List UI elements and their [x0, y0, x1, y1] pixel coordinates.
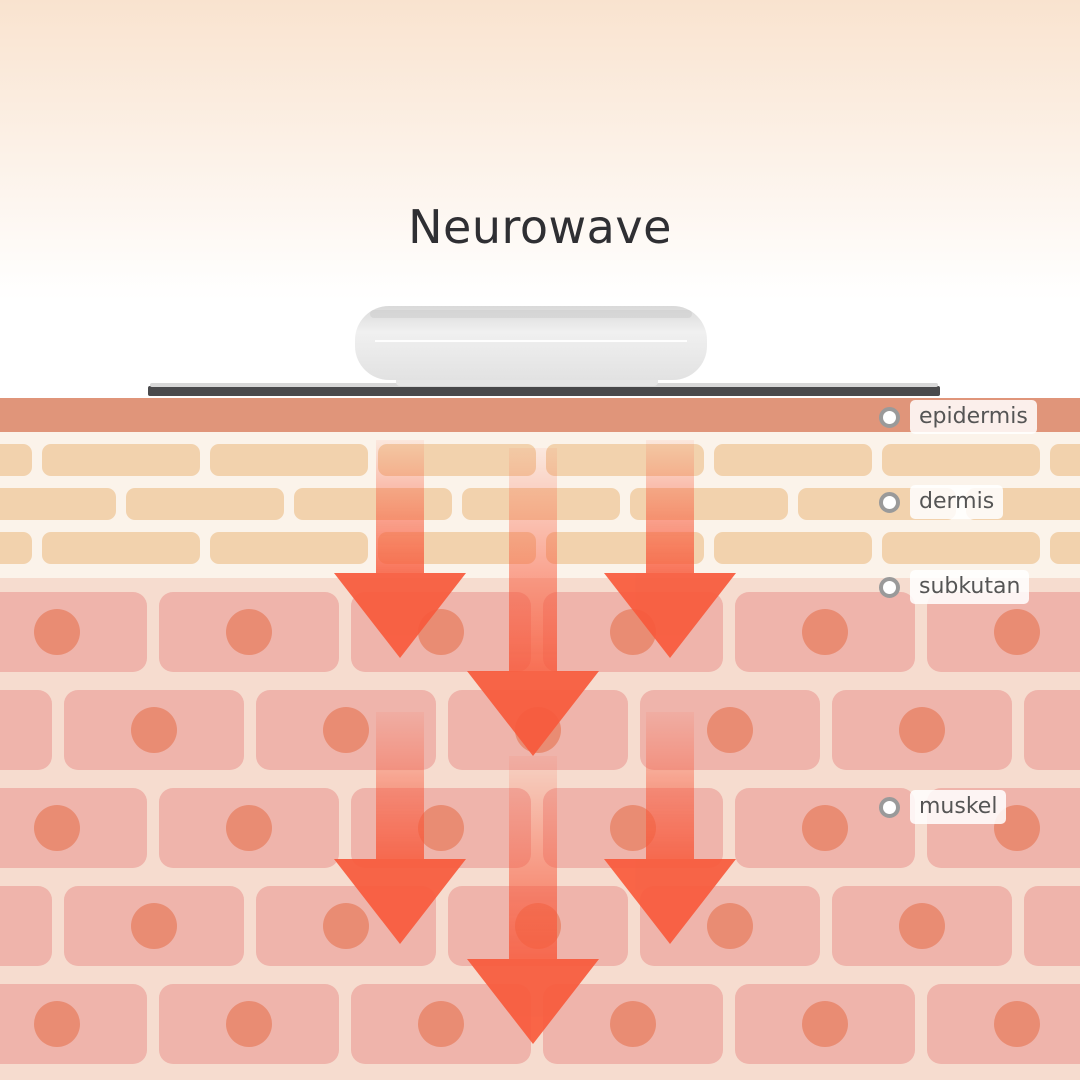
- arrow-shaft: [509, 756, 557, 959]
- cell-nucleus: [323, 707, 369, 753]
- arrow-shaft: [646, 440, 694, 573]
- arrow-down-icon: [604, 712, 736, 944]
- cell-nucleus: [34, 609, 80, 655]
- epidermis-layer: [0, 398, 1080, 432]
- cell-nucleus: [707, 903, 753, 949]
- label-dermis-text: dermis: [910, 485, 1004, 519]
- ring-dot-icon: [879, 576, 900, 598]
- dermis-brick: [0, 488, 116, 520]
- arrow-head: [604, 859, 736, 944]
- cell-nucleus: [610, 1001, 656, 1047]
- label-muskel: muskel: [879, 790, 1007, 824]
- cell-nucleus: [34, 805, 80, 851]
- dermis-brick: [210, 444, 368, 476]
- arrow-head: [467, 671, 599, 756]
- cell-nucleus: [802, 1001, 848, 1047]
- arrow-down-icon: [334, 440, 466, 658]
- dermis-brick: [0, 532, 32, 564]
- cell-nucleus: [418, 1001, 464, 1047]
- dermis-brick: [0, 444, 32, 476]
- arrow-shaft: [646, 712, 694, 859]
- dermis-brick: [714, 532, 872, 564]
- cell-nucleus: [899, 707, 945, 753]
- ring-dot-icon: [879, 406, 900, 428]
- dermis-brick: [210, 532, 368, 564]
- arrow-shaft: [509, 448, 557, 671]
- muscle-cell: [0, 690, 52, 770]
- energy-arrows: [334, 440, 736, 1044]
- arrow-head: [467, 959, 599, 1044]
- arrow-shaft: [376, 440, 424, 573]
- label-subkutan-text: subkutan: [910, 570, 1030, 604]
- dermis-brick: [42, 532, 200, 564]
- cell-nucleus: [226, 1001, 272, 1047]
- dermis-brick: [1050, 532, 1080, 564]
- dermis-brick: [714, 444, 872, 476]
- ring-dot-icon: [879, 796, 900, 818]
- dermis-brick: [1050, 444, 1080, 476]
- arrow-down-icon: [467, 448, 599, 756]
- arrow-head: [604, 573, 736, 658]
- cell-nucleus: [994, 609, 1040, 655]
- label-dermis: dermis: [879, 485, 1004, 519]
- dermis-brick: [882, 444, 1040, 476]
- cell-nucleus: [418, 609, 464, 655]
- diagram-title: Neurowave: [408, 200, 672, 254]
- cell-nucleus: [226, 805, 272, 851]
- cell-nucleus: [418, 805, 464, 851]
- cell-nucleus: [899, 903, 945, 949]
- dermis-brick: [294, 488, 452, 520]
- arrow-head: [334, 859, 466, 944]
- label-subkutan: subkutan: [879, 570, 1030, 604]
- dermis-brick: [42, 444, 200, 476]
- cell-nucleus: [131, 903, 177, 949]
- arrow-shaft: [376, 712, 424, 859]
- label-epidermis-text: epidermis: [910, 400, 1037, 434]
- arrow-down-icon: [334, 712, 466, 944]
- cell-nucleus: [323, 903, 369, 949]
- label-muskel-text: muskel: [910, 790, 1007, 824]
- arrow-head: [334, 573, 466, 658]
- muscle-cell: [0, 886, 52, 966]
- label-epidermis: epidermis: [879, 400, 1037, 434]
- cell-nucleus: [994, 1001, 1040, 1047]
- cell-nucleus: [802, 609, 848, 655]
- cell-nucleus: [707, 707, 753, 753]
- arrow-down-icon: [604, 440, 736, 658]
- device-icon: [148, 306, 940, 396]
- cell-nucleus: [610, 805, 656, 851]
- ring-dot-icon: [879, 491, 900, 513]
- muscle-cell: [1024, 886, 1080, 966]
- arrow-down-icon: [467, 756, 599, 1044]
- dermis-brick: [126, 488, 284, 520]
- muscle-cell: [1024, 690, 1080, 770]
- cell-nucleus: [34, 1001, 80, 1047]
- cell-nucleus: [226, 609, 272, 655]
- cell-nucleus: [802, 805, 848, 851]
- cell-nucleus: [131, 707, 177, 753]
- dermis-brick: [882, 532, 1040, 564]
